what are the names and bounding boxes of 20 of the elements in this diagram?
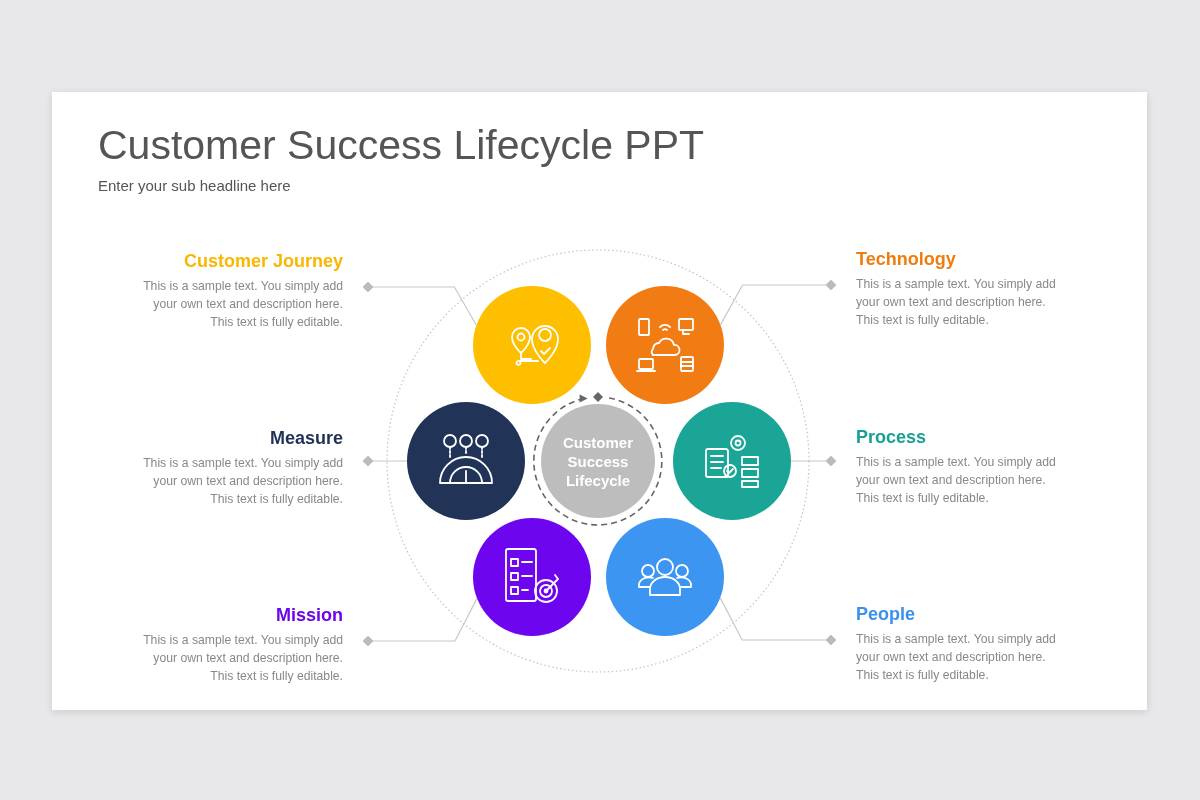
section-heading: People [856,604,917,625]
leader-line [790,455,837,467]
section-heading: Customer Journey [182,251,343,272]
section-heading: Process [856,427,928,448]
section-heading: Mission [275,605,343,626]
leader-line [719,279,837,326]
subtitle: Enter your sub headline here [98,177,291,194]
leader-line [362,597,478,647]
description-text: This is a sample text. You simply add your own text and description here. This text is fully editable. [142,455,343,508]
leader-line [362,281,477,326]
leader-line [719,597,837,646]
description-text: This is a sample text. You simply add your own text and description here. This text is fully editable. [856,276,1057,329]
section-heading: Technology [856,249,957,270]
description-text: This is a sample text. You simply add your own text and description here. This text is fully editable. [856,631,1057,684]
slide-title: Customer Success Lifecycle PPT [98,122,705,169]
description-text: This is a sample text. You simply add your own text and description here. This text is fully editable. [142,278,343,331]
leader-line [362,455,408,467]
description-text: This is a sample text. You simply add your own text and description here. This text is fully editable. [856,454,1057,507]
description-text: This is a sample text. You simply add your own text and description here. This text is fully editable. [142,632,343,685]
section-heading: Measure [268,428,343,449]
